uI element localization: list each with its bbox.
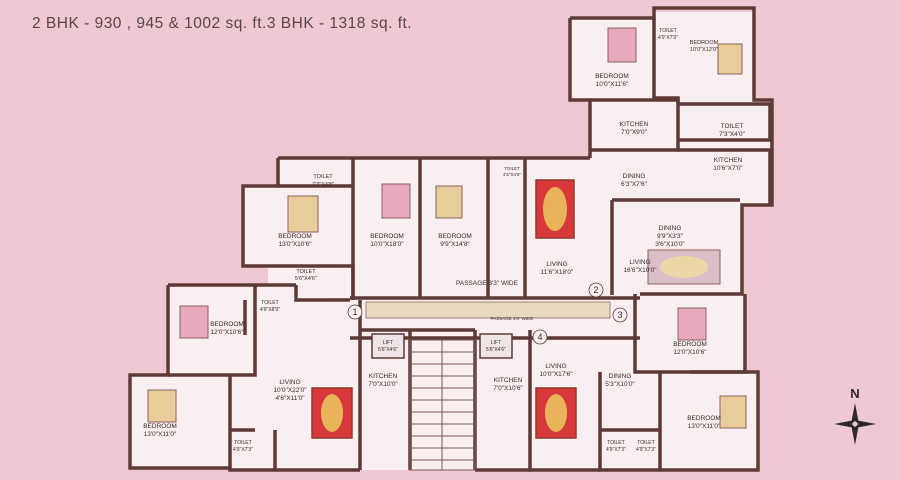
- room-size: 13'0"X10'6": [278, 241, 312, 248]
- room-name: TOILET: [504, 166, 520, 171]
- room-name: BEDROOM: [595, 73, 629, 80]
- room-size: 7'0"X9'0": [621, 129, 648, 136]
- room-name: BEDROOM: [690, 40, 719, 46]
- room-name: TOILET: [607, 440, 624, 446]
- room-name: KITCHEN: [620, 121, 649, 128]
- room-size: 4'9"X7'3": [606, 447, 626, 453]
- room-name: LIVING: [279, 379, 300, 386]
- room-size: 5'3"X10'0": [605, 381, 635, 388]
- room-size: 13'0"X11'0": [144, 431, 177, 438]
- lift-labels: LIFT 5'6"X4'6" LIFT 5'6"X4'6": [378, 340, 506, 353]
- room-name: BEDROOM: [370, 233, 404, 240]
- room-name: DINING: [659, 225, 682, 232]
- unit-number: 1: [352, 307, 357, 317]
- room-name: BEDROOM: [210, 321, 244, 328]
- room-size: 12'0"X10'6": [210, 329, 244, 336]
- room-size: 7'0"X10'0": [368, 381, 398, 388]
- room-size: 13'0"X11'0": [688, 423, 721, 430]
- room-size: 10'0"X17'6": [539, 371, 573, 378]
- room-name: TOILET: [261, 300, 278, 306]
- room-size: 4'6"X11'0": [275, 395, 305, 402]
- room-size: 7'3"X4'8": [312, 182, 334, 188]
- room-size: 12'0"X10'6": [673, 349, 707, 356]
- room-size: 9'9"X14'8": [440, 241, 470, 248]
- room-size: 4'9"X7'3": [233, 447, 253, 453]
- room-size: 4'9"X7'3": [658, 35, 678, 41]
- room-size: 10'0"X18'0": [370, 241, 404, 248]
- room-name: LIVING: [545, 363, 566, 370]
- room-name: TOILET: [637, 440, 654, 446]
- room-name: DINING: [609, 373, 632, 380]
- passage-label: PASSAGE 4'6" WIDE: [491, 316, 534, 321]
- room-size: 10'0"X12'0": [690, 47, 718, 53]
- room-labels: BEDROOM 10'0"X11'6" TOILET 4'9"X7'3" BED…: [143, 28, 745, 453]
- passage-label: PASSAGE 3'3" WIDE: [456, 280, 519, 287]
- room-size: 4'6"X4'6": [503, 172, 521, 177]
- room-name: TOILET: [234, 440, 251, 446]
- room-size: 3'6"X10'0": [655, 241, 685, 248]
- room-size: 10'0"X11'6": [596, 81, 629, 88]
- room-name: LIVING: [629, 259, 650, 266]
- room-name: TOILET: [296, 269, 316, 275]
- room-size: 5'6"X4'6": [295, 276, 317, 282]
- room-name: BEDROOM: [687, 415, 721, 422]
- room-name: TOILET: [659, 28, 676, 34]
- room-name: KITCHEN: [494, 377, 523, 384]
- unit-number: 2: [593, 285, 598, 295]
- room-size: 9'9"X3'3": [657, 233, 684, 240]
- room-name: BEDROOM: [278, 233, 312, 240]
- room-size: 4'9"X8'9": [260, 307, 280, 313]
- room-size: 7'0"X10'6": [493, 385, 523, 392]
- room-size: 10'0"X22'0": [273, 387, 307, 394]
- plan-title: 2 BHK - 930 , 945 & 1002 sq. ft.3 BHK - …: [32, 15, 413, 32]
- room-name: DINING: [623, 173, 646, 180]
- compass-north-label: N: [850, 386, 859, 401]
- lift-name: LIFT: [491, 340, 501, 346]
- lift-size: 5'6"X4'6": [378, 347, 398, 353]
- room-name: TOILET: [721, 123, 744, 130]
- room-name: TOILET: [313, 174, 333, 180]
- unit-number: 4: [537, 332, 542, 342]
- lift-name: LIFT: [383, 340, 393, 346]
- unit-number: 3: [617, 310, 622, 320]
- room-name: KITCHEN: [714, 157, 743, 164]
- room-size: 7'3"X4'0": [719, 131, 746, 138]
- room-name: BEDROOM: [143, 423, 177, 430]
- room-size: 11'6"X18'0": [541, 269, 574, 276]
- compass-icon: N: [834, 386, 876, 445]
- furniture: [147, 27, 747, 439]
- lift-shafts: [371, 333, 513, 359]
- room-size: 16'6"X10'0": [623, 267, 657, 274]
- passage-tiles: [365, 301, 611, 319]
- room-size: 10'6"X7'0": [713, 165, 743, 172]
- room-size: 4'9"X7'3": [636, 447, 656, 453]
- staircase: [409, 339, 476, 471]
- room-name: KITCHEN: [369, 373, 398, 380]
- unit-markers: 1 2 3 4: [347, 282, 628, 345]
- room-name: BEDROOM: [438, 233, 472, 240]
- room-name: BEDROOM: [673, 341, 707, 348]
- lift-size: 5'6"X4'6": [486, 347, 506, 353]
- room-size: 6'3"X7'6": [621, 181, 648, 188]
- room-name: LIVING: [546, 261, 567, 268]
